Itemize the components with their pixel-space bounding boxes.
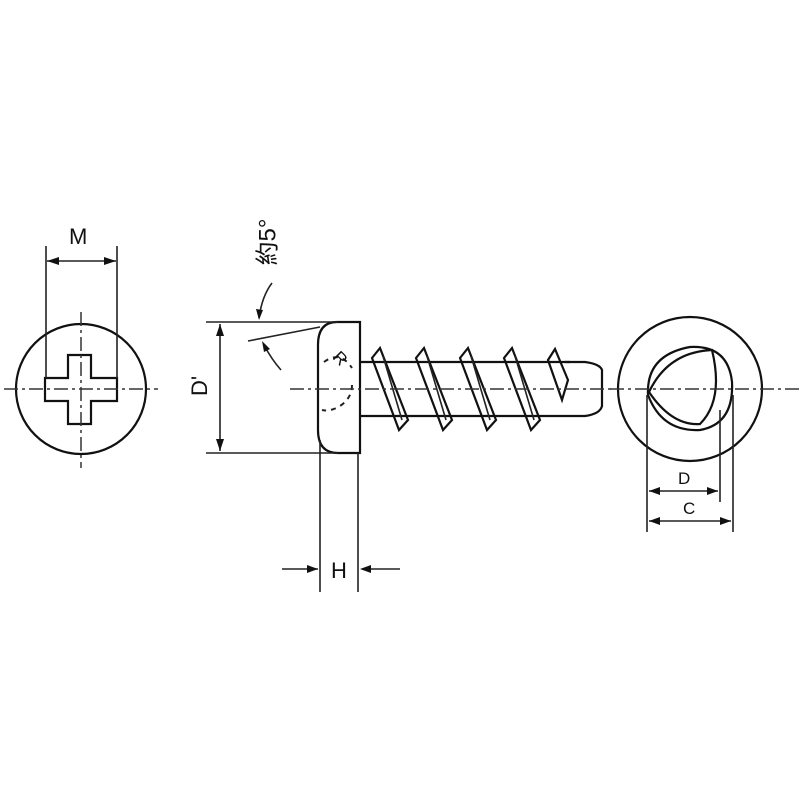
dimension-label-d: D (678, 469, 691, 488)
head-top-view (4, 246, 158, 468)
side-view (206, 282, 615, 592)
thread-profile (370, 345, 570, 433)
phillips-cross-recess (43, 353, 119, 426)
end-view (610, 315, 800, 532)
dimension-label-d-prime: D' (187, 375, 213, 397)
angle-label: 約5° (254, 218, 282, 266)
dimension-label-c: C (683, 499, 696, 518)
dimension-label-m: M (69, 224, 88, 249)
dimension-label-h: H (331, 558, 347, 583)
